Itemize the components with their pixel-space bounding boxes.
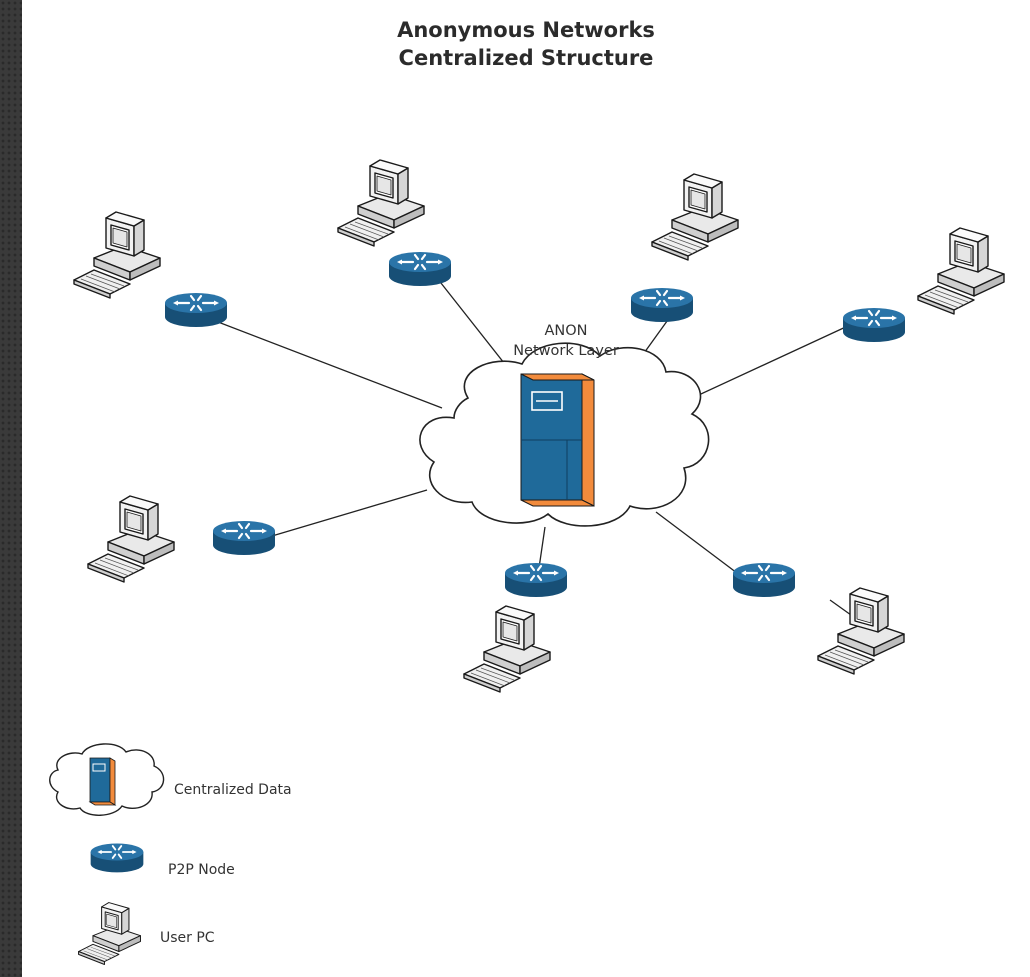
p2p-node-router-icon	[211, 519, 277, 557]
p2p-node-router-icon	[387, 250, 453, 288]
p2p-node-router-icon	[163, 291, 229, 329]
legend-label-user-pc: User PC	[160, 930, 215, 946]
legend-router-icon	[89, 842, 145, 874]
p2p-node-router-icon	[629, 286, 695, 324]
user-pc-icon	[337, 159, 425, 247]
cloud-label-line2: Network Layer	[513, 343, 619, 359]
diagram-title: Anonymous Networks	[397, 18, 655, 42]
cloud-label-line1: ANON	[544, 323, 588, 339]
legend-cloud-server-icon	[49, 743, 165, 816]
user-pc-icon	[87, 495, 175, 583]
p2p-node-router-icon	[731, 561, 797, 599]
user-pc-icon	[917, 227, 1005, 315]
server-icon	[520, 373, 595, 507]
p2p-node-router-icon	[503, 561, 569, 599]
p2p-node-router-icon	[841, 306, 907, 344]
cloud-network-layer	[419, 342, 710, 527]
user-pc-icon	[73, 211, 161, 299]
legend-computer-icon	[78, 902, 141, 965]
user-pc-icon	[651, 173, 739, 261]
legend-label-p2p-node: P2P Node	[168, 862, 235, 878]
diagram-canvas: Anonymous Networks Centralized Structure	[22, 0, 1030, 977]
network-diagram	[49, 159, 1005, 965]
legend-label-centralized-data: Centralized Data	[174, 782, 292, 798]
user-pc-icon	[463, 605, 551, 693]
diagram-subtitle: Centralized Structure	[398, 46, 654, 70]
